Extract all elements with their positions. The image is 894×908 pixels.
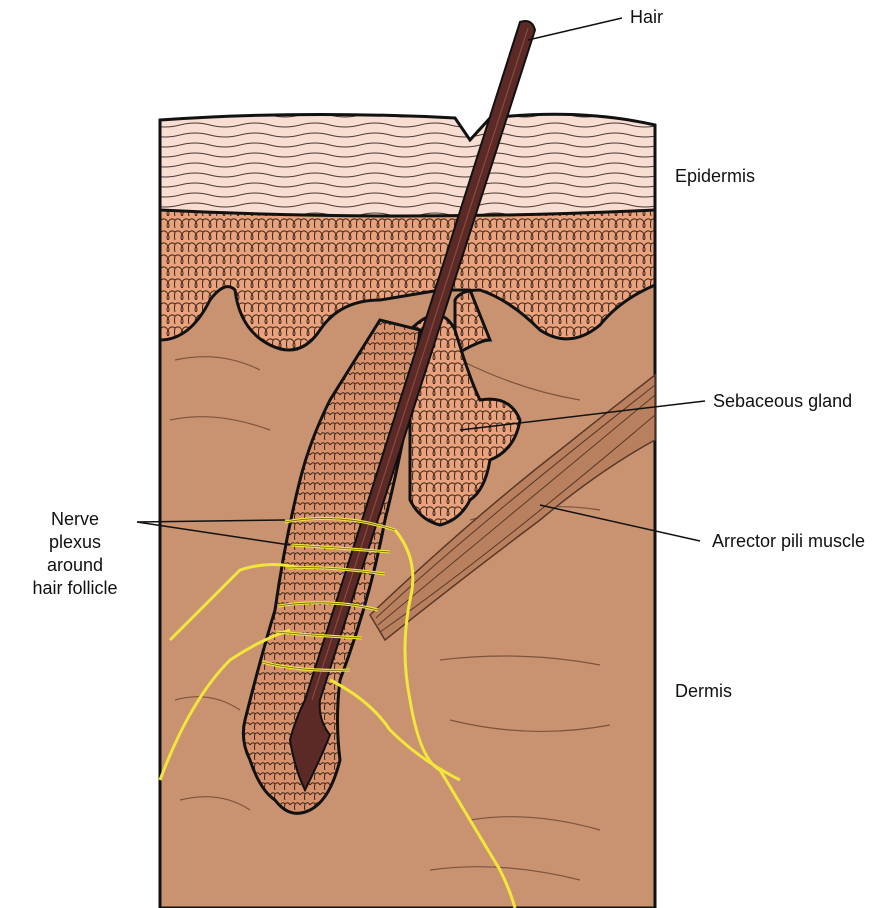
nerve-plexus-label: Nerve plexus around hair follicle (0, 508, 150, 600)
dermis-label: Dermis (675, 680, 732, 702)
arrector-pili-muscle-label: Arrector pili muscle (712, 530, 865, 552)
nerve-plexus-label-line: plexus (0, 531, 150, 554)
epidermis-label: Epidermis (675, 165, 755, 187)
nerve-plexus-label-line: around (0, 554, 150, 577)
epidermis-surface (160, 114, 655, 216)
nerve-plexus-label-line: hair follicle (0, 577, 150, 600)
nerve-plexus-label-line: Nerve (0, 508, 150, 531)
hair-label: Hair (630, 6, 663, 28)
sebaceous-gland-label: Sebaceous gland (713, 390, 852, 412)
